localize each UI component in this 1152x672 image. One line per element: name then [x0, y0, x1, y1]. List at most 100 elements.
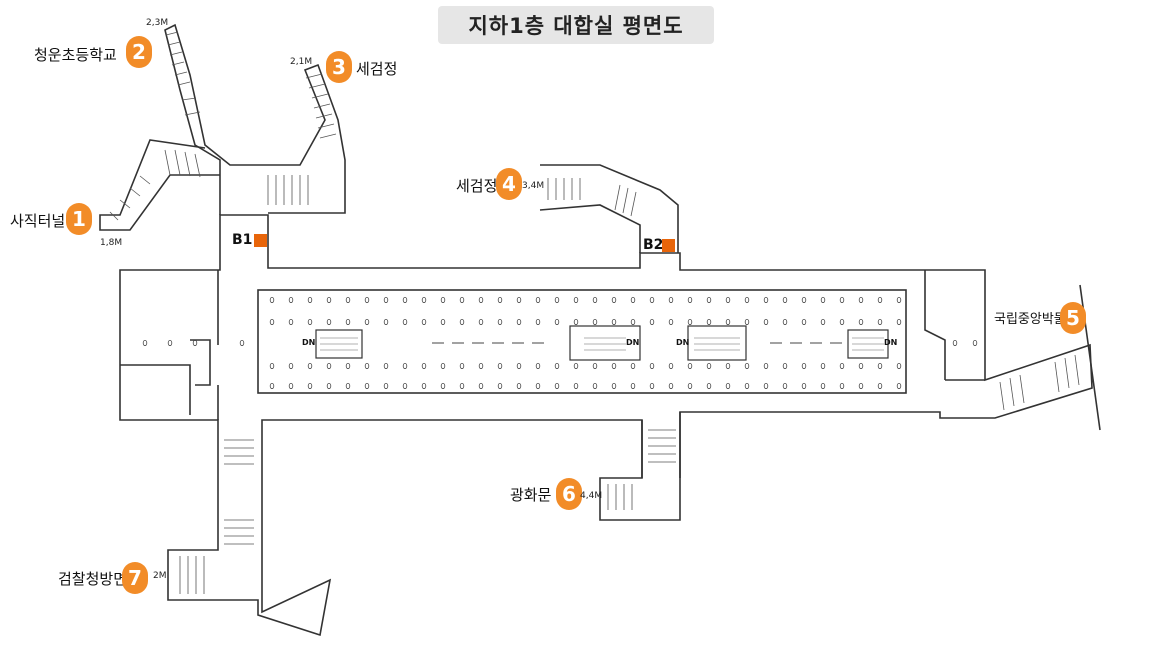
- column-dot: [877, 296, 883, 303]
- exit-1-badge[interactable]: 1: [66, 203, 92, 235]
- exit-3-badge[interactable]: 3: [326, 51, 352, 83]
- column-dot: [421, 362, 427, 369]
- column-dot: [516, 318, 522, 325]
- left-room: [120, 339, 211, 415]
- exit-7-badge[interactable]: 7: [122, 562, 148, 594]
- column-dot: [687, 318, 693, 325]
- column-dot: [801, 362, 807, 369]
- column-dot: [592, 382, 598, 389]
- exit-6-badge[interactable]: 6: [556, 478, 582, 510]
- column-dot: [820, 318, 826, 325]
- escalator-1-dn: DN: [302, 338, 316, 347]
- column-dot: [725, 382, 731, 389]
- column-dot: [269, 362, 275, 369]
- column-dot: [459, 382, 465, 389]
- column-dot: [402, 296, 408, 303]
- column-dot: [364, 318, 370, 325]
- column-dot: [952, 339, 958, 346]
- column-dot: [649, 318, 655, 325]
- concourse-outline: [119, 214, 1093, 637]
- column-dot: [706, 362, 712, 369]
- column-dot: [497, 318, 503, 325]
- column-dot: [345, 362, 351, 369]
- column-dot: [307, 296, 313, 303]
- column-dot: [269, 318, 275, 325]
- column-dot: [573, 382, 579, 389]
- stairs-exit-5: [999, 354, 1080, 411]
- stairs-exit-6: [607, 429, 676, 510]
- column-dot: [668, 362, 674, 369]
- column-dot: [630, 318, 636, 325]
- column-dot: [364, 382, 370, 389]
- column-dot: [307, 318, 313, 325]
- column-dot: [478, 296, 484, 303]
- column-dot: [421, 296, 427, 303]
- column-dot: [478, 382, 484, 389]
- column-dot: [573, 362, 579, 369]
- column-dot: [440, 362, 446, 369]
- column-dot: [478, 318, 484, 325]
- column-dot: [288, 318, 294, 325]
- column-dot: [649, 362, 655, 369]
- column-dot: [440, 318, 446, 325]
- exit-4-badge[interactable]: 4: [496, 168, 522, 200]
- column-dot: [288, 382, 294, 389]
- column-dot: [877, 318, 883, 325]
- b2-label: B2: [643, 237, 664, 253]
- column-dot: [497, 296, 503, 303]
- column-dot: [459, 318, 465, 325]
- column-dot: [687, 362, 693, 369]
- column-dot: [326, 362, 332, 369]
- escalator-4-dn: DN: [884, 338, 898, 347]
- column-dot: [440, 296, 446, 303]
- column-dot: [782, 318, 788, 325]
- escalator-1: [315, 329, 363, 359]
- column-dot: [820, 382, 826, 389]
- exit-5-badge[interactable]: 5: [1060, 302, 1086, 334]
- column-dot: [326, 296, 332, 303]
- stairs-exit-7: [179, 439, 254, 594]
- exit-3-depth: 2,1M: [290, 57, 313, 67]
- column-dot: [782, 362, 788, 369]
- column-dot: [345, 318, 351, 325]
- column-dot: [630, 296, 636, 303]
- column-dot: [345, 382, 351, 389]
- column-dot: [239, 339, 245, 346]
- exit-6-corridor: [641, 412, 681, 478]
- column-dot: [687, 382, 693, 389]
- column-dot: [535, 296, 541, 303]
- exit-7-name: 검찰청방면: [58, 570, 128, 588]
- column-dot: [820, 362, 826, 369]
- column-dot: [345, 296, 351, 303]
- page-title: 지하1층 대합실 평면도: [468, 14, 684, 38]
- b2-marker: [662, 239, 675, 252]
- column-dot: [668, 382, 674, 389]
- column-dot: [649, 296, 655, 303]
- column-dot: [896, 382, 902, 389]
- column-dot: [801, 296, 807, 303]
- column-dot: [611, 362, 617, 369]
- stairs-mid-top: [267, 175, 309, 205]
- escalator-2: [569, 325, 641, 361]
- column-dot: [896, 296, 902, 303]
- exit-12-corridor: [164, 23, 346, 215]
- column-dot: [573, 318, 579, 325]
- column-dot: [668, 296, 674, 303]
- column-dot: [858, 318, 864, 325]
- exit-1-name: 사직터널: [10, 212, 66, 230]
- column-dot: [554, 296, 560, 303]
- exit-7-depth: 2M: [153, 571, 167, 581]
- column-dot: [763, 296, 769, 303]
- column-dot: [725, 362, 731, 369]
- column-dot: [535, 362, 541, 369]
- column-dot: [269, 382, 275, 389]
- exit-6-depth: 4,4M: [580, 491, 603, 501]
- exit-2-badge[interactable]: 2: [126, 36, 152, 68]
- escalator-3: [687, 325, 747, 361]
- b1-label: B1: [232, 232, 253, 248]
- column-dot: [630, 362, 636, 369]
- column-dot: [516, 296, 522, 303]
- column-dot: [535, 318, 541, 325]
- column-dot: [307, 362, 313, 369]
- column-dot: [516, 382, 522, 389]
